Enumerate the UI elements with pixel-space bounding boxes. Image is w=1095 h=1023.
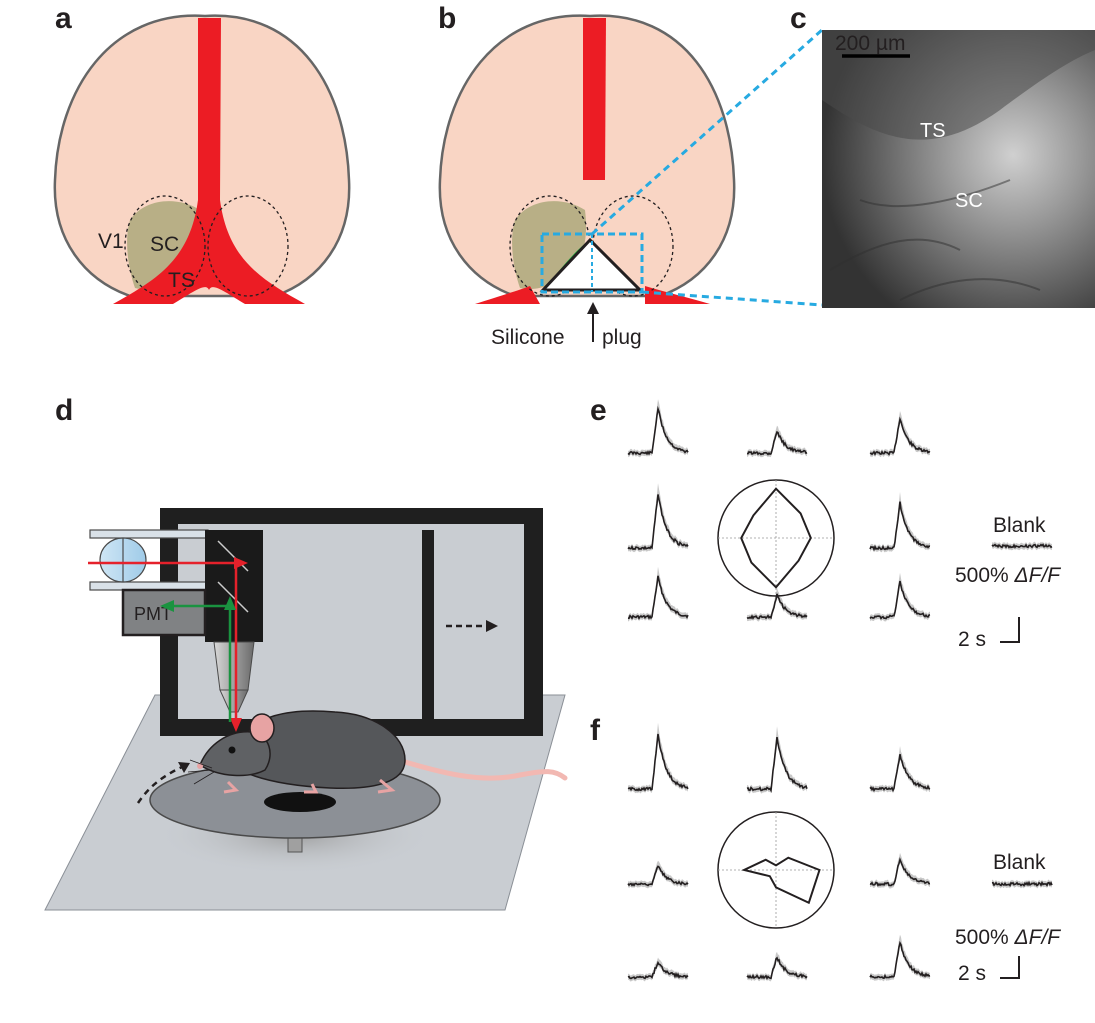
trace-f-2-0 [627,960,689,980]
sinus-left [475,286,540,304]
panel-label-b: b [438,2,456,35]
sinus-vessel [583,18,606,180]
panel-label-f: f [590,714,601,747]
panel-label-c: c [790,2,807,35]
trace-e-1-2 [869,501,931,552]
trace-f-0-1 [746,736,808,793]
zoom-line-bottom [641,290,823,307]
trace-e-1-2-sem [870,491,930,553]
trace-e-0-0-sem [628,399,688,458]
excitation-arrowhead-2 [234,557,248,569]
label-blank-f: Blank [993,851,1046,874]
trace-f-2-2 [869,940,931,980]
trace-f-blank [991,880,1053,888]
dichroic-mirror-2 [217,581,249,613]
trace-f-0-2-sem [870,746,930,794]
trace-e-2-1 [746,593,808,620]
panel-f-polar-plot [717,811,835,929]
panel-e-polar-plot [717,479,835,597]
trace-e-2-2-sem [870,572,930,622]
scale-bar-label: 200 µm [835,32,905,55]
trace-e-1-0 [627,494,689,551]
scale-bar-e [1000,617,1020,643]
label-pmt: PMT [134,604,172,624]
label-scale-dff-e: 500% ΔF/F [955,564,1061,587]
label-silicone: Silicone [491,326,565,349]
panel-c-micrograph: 200 µm TS SC [822,30,1095,308]
trace-e-0-0 [627,405,689,456]
trace-f-0-0-sem [628,722,688,794]
right-sc-outline [592,195,674,297]
emission-arrowhead-left [160,600,174,612]
trace-e-blank [991,543,1053,549]
trace-f-2-1 [746,956,808,981]
trace-f-2-2-sem [870,934,930,982]
label-scale-dff-f: 500% ΔF/F [955,926,1061,949]
vasculature [829,179,1041,301]
trace-f-0-2 [869,754,931,793]
emission-arrowhead-up [224,596,236,610]
label-ts-image: TS [920,120,946,142]
pmt-box [121,588,207,637]
panel-label-d: d [55,394,73,427]
trace-f-1-2 [869,857,931,887]
mouse-eye [228,746,236,754]
panel-f-traces [627,722,1053,982]
mouse [187,710,568,794]
label-scale-time-e: 2 s [958,628,986,651]
panel-e-traces [627,399,1053,622]
trace-e-0-1 [746,430,808,456]
mouse-whiskers [187,759,215,785]
disc-axle [287,837,303,853]
trace-e-1-0-sem [628,483,688,553]
label-sc: SC [150,233,179,256]
trace-f-2-0-sem [628,957,688,982]
panel-a-brain: V1 SC TS [53,14,351,304]
panel-label-a: a [55,2,72,35]
scan-head [205,530,263,642]
trace-f-1-0 [627,865,689,887]
disc-rotation-arrow [136,765,183,804]
label-sc-image: SC [955,190,983,212]
trace-e-0-2 [869,416,931,457]
excitation-arrowhead [230,718,242,732]
zoom-line-top [591,28,823,236]
trace-f-0-1-sem [747,726,807,794]
label-blank-e: Blank [993,514,1046,537]
mouse-head [199,731,271,777]
moving-bar-stimulus [422,530,434,719]
polar-tuning-curve [741,856,821,905]
dichroic-mirror-1 [217,540,249,572]
left-sc-outline [124,195,206,297]
disc-hole [264,792,336,812]
label-plug: plug [602,326,642,349]
trace-e-2-2 [869,580,931,620]
mouse-tail [395,757,568,781]
right-sc-outline [207,195,289,297]
label-ts: TS [168,269,195,292]
polar-tuning-curve [740,487,812,589]
sinus-vessels [113,18,305,304]
objective-tip [219,689,249,713]
mouse-body [239,710,406,790]
plug-arrow-head [587,302,599,314]
beam-tube-top [89,529,209,539]
mouse-paws [223,778,396,794]
disc-rotation-arrowhead [178,762,190,773]
objective-body [213,641,255,691]
trace-f-0-0 [627,733,689,792]
trace-e-2-0-sem [628,566,688,622]
scale-bar-f [1000,956,1020,979]
panel-b-brain: Silicone plug [438,14,823,349]
panel-label-e: e [590,394,607,427]
panel-d-setup: PMT [44,508,568,911]
trace-e-2-0 [627,575,689,621]
bar-motion-arrowhead [486,620,498,632]
sinus-right [645,286,710,304]
label-v1: V1 [98,230,124,253]
label-scale-time-f: 2 s [958,962,986,985]
mouse-ear [249,713,275,743]
